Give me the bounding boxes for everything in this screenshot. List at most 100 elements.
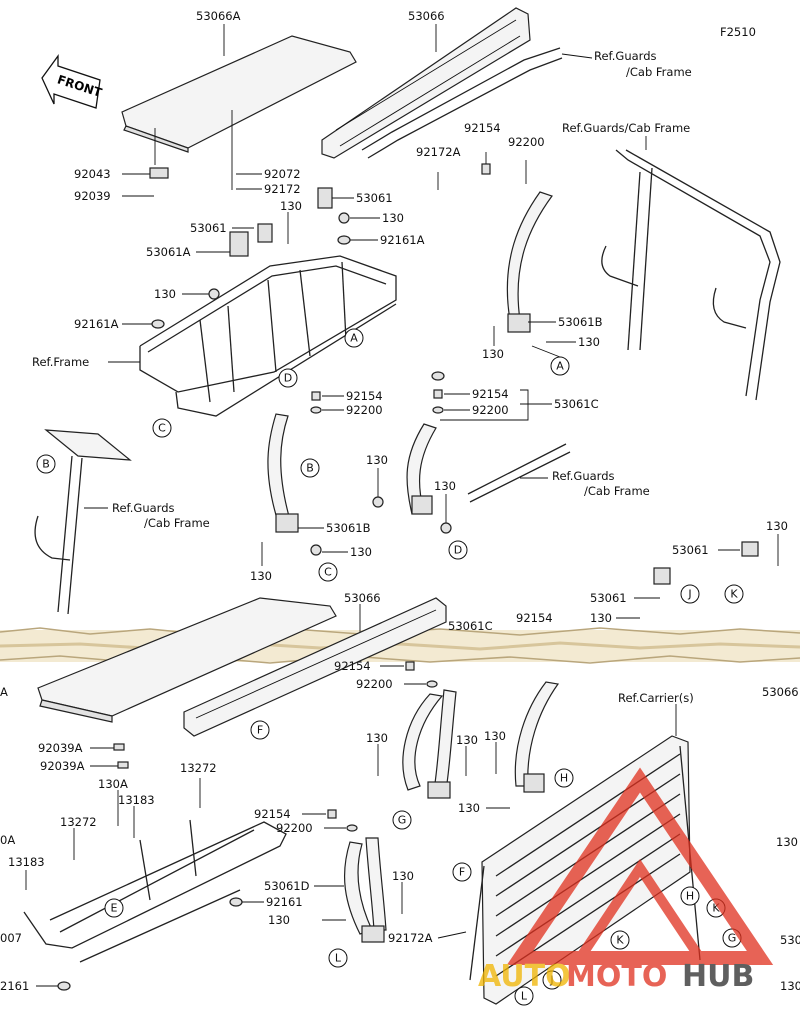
label-130-far-right-a: 130 (776, 835, 798, 849)
callout-D-top-letter: D (284, 372, 292, 385)
label-92154-center: 92154 (346, 389, 383, 403)
label-92200-top: 92200 (508, 135, 545, 149)
callout-F-left-letter: F (257, 724, 263, 737)
front-arrow: FRONT (41, 54, 104, 109)
label-130-center-b: 130 (382, 211, 404, 225)
label-92172A-lower: 92172A (388, 931, 433, 945)
callout-K-lower-b-letter: K (616, 934, 624, 947)
label-130-upper-right-b: 130 (578, 335, 600, 349)
label-130A: 130A (98, 777, 128, 791)
label-130-right-a: 130 (766, 519, 788, 533)
label-53066: 53066 (408, 9, 445, 23)
callout-F-right (452, 862, 472, 882)
label-130-lower-a: 130 (366, 731, 388, 745)
label-92039A-a: 92039A (38, 741, 83, 755)
callout-H-left (554, 768, 574, 788)
label-92039A-b: 92039A (40, 759, 85, 773)
watermark-logo: AUTO MOTO HUB (478, 767, 774, 994)
seat-belt-53061B-upper (506, 191, 553, 333)
label-92200-lower: 92200 (356, 677, 393, 691)
label-530: 530 (780, 933, 800, 947)
callout-J-right (680, 584, 700, 604)
label-53066A: 53066A (196, 9, 241, 23)
figure-code: F2510 (720, 25, 756, 39)
label-92154-lower-top: 92154 (516, 611, 553, 625)
watermark-auto: AUTO (478, 959, 571, 994)
callout-E-letter: E (111, 902, 118, 915)
ref-frame-label: Ref.Frame (32, 355, 89, 369)
seat-cushion-lower (37, 597, 337, 723)
label-130-lower-b: 130 (456, 733, 478, 747)
seat-belt-53061C (406, 423, 437, 515)
label-53061B-upper: 53061B (558, 315, 603, 329)
label-53061B-center: 53061B (326, 521, 371, 535)
label-2161: 2161 (0, 979, 29, 993)
callout-H-left-letter: H (560, 772, 568, 785)
left-guard (34, 429, 132, 615)
label-92200-lower-left: 92200 (276, 821, 313, 835)
seat-cushion-53066A (121, 35, 357, 165)
label-92043: 92043 (74, 167, 111, 181)
label-130-right-b: 130 (590, 611, 612, 625)
label-53066-lower: 53066 (344, 591, 381, 605)
label-130-far-right-b: 130 (780, 979, 800, 993)
label-A-lower: A (0, 685, 8, 699)
callout-J-lower (542, 970, 562, 990)
label-53061D: 53061D (264, 879, 310, 893)
callout-L-left-letter: L (335, 952, 342, 965)
label-92161A-left: 92161A (74, 317, 119, 331)
label-92200-right: 92200 (472, 403, 509, 417)
callout-L-left (328, 948, 348, 968)
callout-H-right-letter: H (686, 890, 694, 903)
callout-B-left (36, 454, 56, 474)
watermark-hub: HUB (682, 959, 754, 994)
label-130-lower-d: 130 (458, 801, 480, 815)
label-130-center-a: 130 (280, 199, 302, 213)
label-53061C-lower: 53061C (448, 619, 493, 633)
callout-A-center (344, 328, 364, 348)
label-92154-lower: 92154 (334, 659, 371, 673)
label-13183-a: 13183 (118, 793, 155, 807)
label-130-lower-c: 130 (484, 729, 506, 743)
callout-B-center (300, 458, 320, 478)
callout-A-right-letter: A (556, 360, 564, 373)
callout-F-right-letter: F (459, 866, 465, 879)
label-92172: 92172 (264, 182, 301, 196)
label-130-lower-e: 130 (268, 913, 290, 927)
label-92039: 92039 (74, 189, 111, 203)
ref-guards-cab-right: Ref.Guards/Cab Frame (562, 121, 690, 135)
label-92161A-center: 92161A (380, 233, 425, 247)
backrest-lower (183, 597, 447, 737)
callout-C-top (152, 418, 172, 438)
label-53061C-upper: 53061C (554, 397, 599, 411)
label-53061A: 53061A (146, 245, 191, 259)
callout-H-right (680, 886, 700, 906)
callout-K-lower-a-letter: K (712, 902, 720, 915)
callout-A-center-letter: A (350, 332, 358, 345)
label-53061-right-a: 53061 (672, 543, 709, 557)
callout-J-lower-letter: J (549, 974, 553, 987)
label-92154-right: 92154 (472, 387, 509, 401)
label-130-left-a: 130 (154, 287, 176, 301)
callout-G-left-letter: G (398, 814, 407, 827)
label-130-center-f: 130 (434, 479, 456, 493)
label-92072: 92072 (264, 167, 301, 181)
label-53066-lower-right: 53066 (762, 685, 799, 699)
label-92200-center: 92200 (346, 403, 383, 417)
callout-B-left-letter: B (42, 458, 50, 471)
ref-cab-left: /Cab Frame (144, 516, 210, 530)
label-92161: 92161 (266, 895, 303, 909)
seat-frame (139, 255, 397, 417)
callout-K-lower-b (610, 930, 630, 950)
ref-guards-left: Ref.Guards (112, 501, 174, 515)
callout-L-right (514, 986, 534, 1006)
label-53061-right-b: 53061 (590, 591, 627, 605)
label-53061-center: 53061 (356, 191, 393, 205)
callout-D-top (278, 368, 298, 388)
label-13272-b: 13272 (60, 815, 97, 829)
backrest-53066 (321, 7, 531, 159)
ref-guards-top: Ref.Guards (594, 49, 656, 63)
callout-D-bottom-letter: D (454, 544, 462, 557)
callout-D-bottom (448, 540, 468, 560)
